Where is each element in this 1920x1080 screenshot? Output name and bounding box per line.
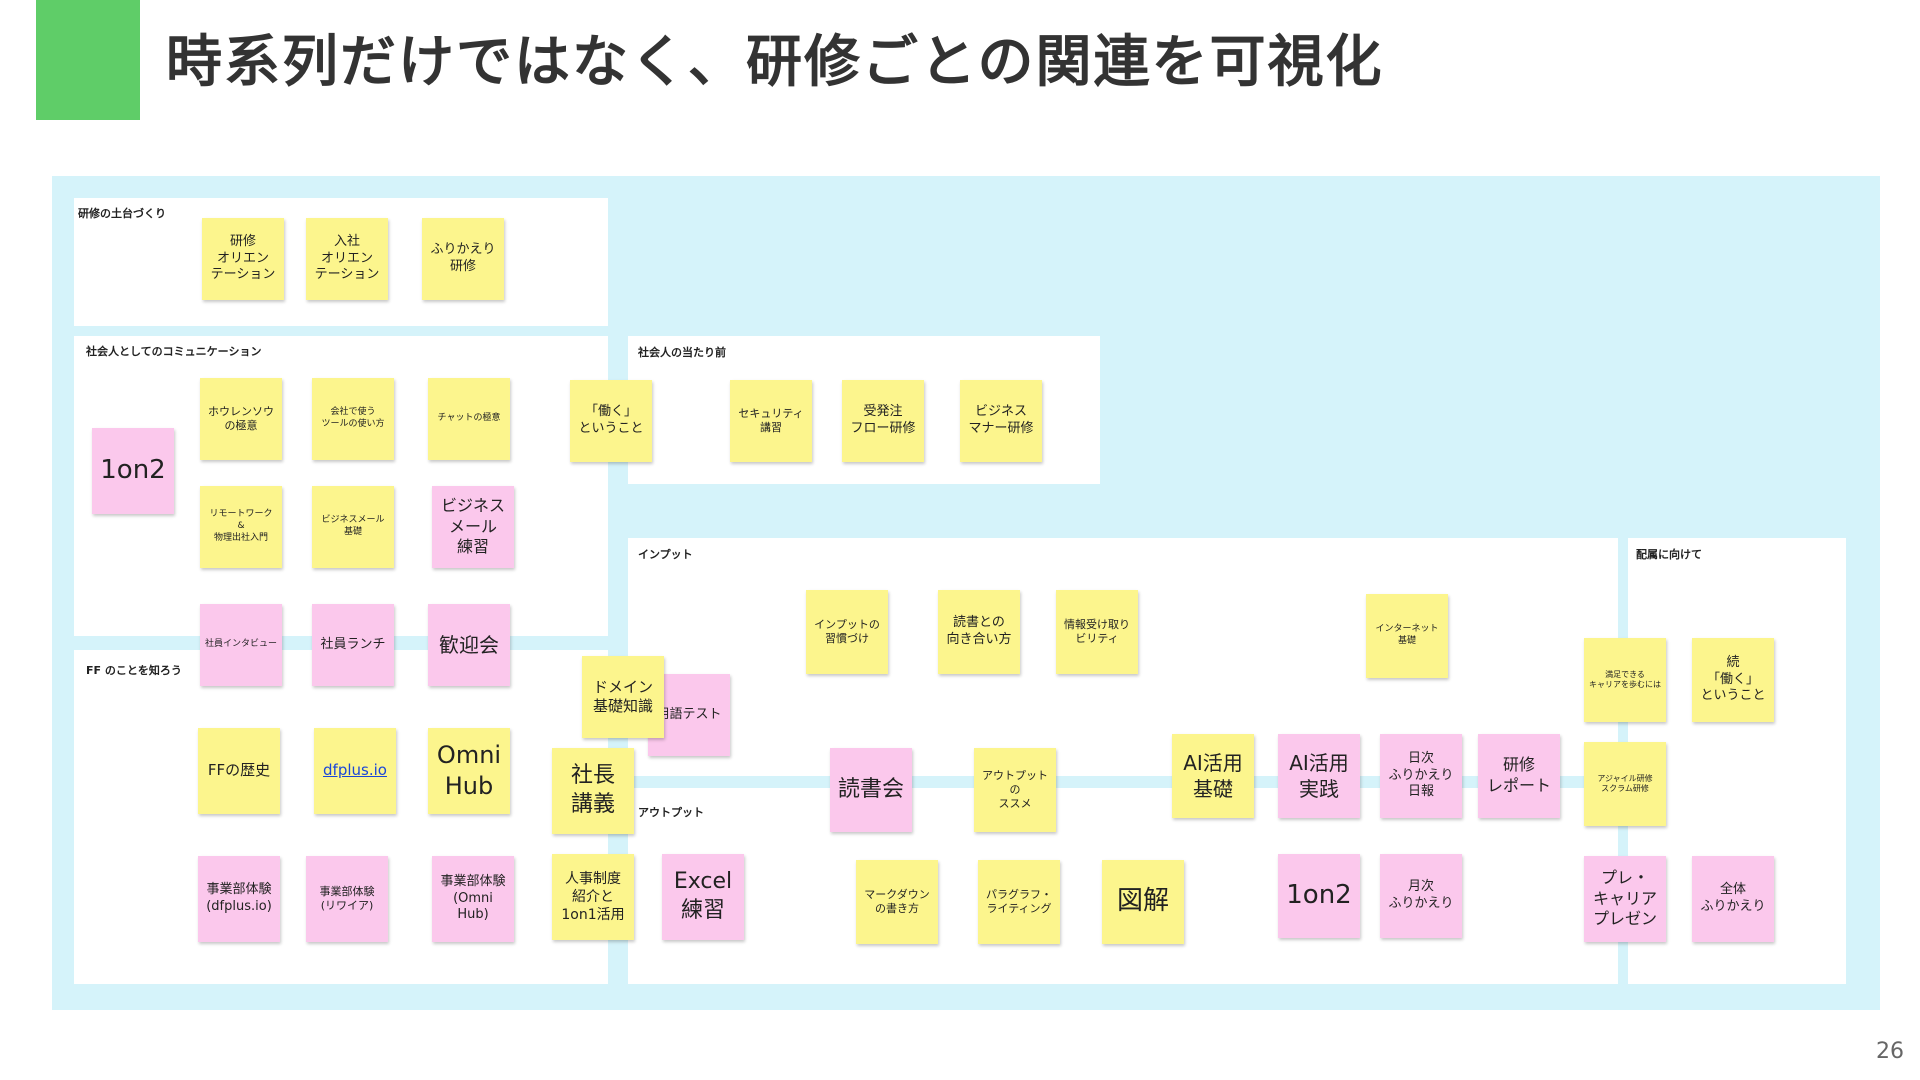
title-accent-block bbox=[36, 0, 140, 120]
sticky-kenshu-orientation: 研修 オリエン テーション bbox=[202, 218, 284, 300]
sticky-mankitsu-career: 満足できる キャリアを歩むには bbox=[1584, 638, 1666, 722]
sticky-furikaeri-kenshu: ふりかえり 研修 bbox=[422, 218, 504, 300]
sticky-kangeikai: 歓迎会 bbox=[428, 604, 510, 686]
sticky-security: セキュリティ 講習 bbox=[730, 380, 812, 462]
whiteboard: 研修の土台づくり 社会人としてのコミュニケーション FF のことを知ろう 社会人… bbox=[52, 176, 1880, 1010]
sticky-zukai: 図解 bbox=[1102, 860, 1184, 944]
sticky-business-manner: ビジネス マナー研修 bbox=[960, 380, 1042, 462]
sticky-business-mail-kiso: ビジネスメール 基礎 bbox=[312, 486, 394, 568]
sticky-agile-scrum: アジャイル研修 スクラム研修 bbox=[1584, 742, 1666, 826]
sticky-ai-jissen: AI活用 実践 bbox=[1278, 734, 1360, 818]
sticky-jinji-seido: 人事制度 紹介と 1on1活用 bbox=[552, 854, 634, 940]
sticky-chat-gokui: チャットの極意 bbox=[428, 378, 510, 460]
group-label: 社会人の当たり前 bbox=[638, 346, 726, 359]
sticky-nyusha-orientation: 入社 オリエン テーション bbox=[306, 218, 388, 300]
slide-title: 時系列だけではなく、研修ごとの関連を可視化 bbox=[166, 30, 1384, 95]
sticky-markdown: マークダウン の書き方 bbox=[856, 860, 938, 944]
sticky-getsuji-furikaeri: 月次 ふりかえり bbox=[1380, 854, 1462, 938]
sticky-paragraph-writing: パラグラフ・ ライティング bbox=[978, 860, 1060, 944]
sticky-pre-career: プレ・ キャリア プレゼン bbox=[1584, 856, 1666, 942]
sticky-shain-lunch: 社員ランチ bbox=[312, 604, 394, 686]
sticky-kenshu-report: 研修 レポート bbox=[1478, 734, 1560, 818]
sticky-horenso: ホウレンソウ の極意 bbox=[200, 378, 282, 460]
sticky-jigyobu-omni: 事業部体験 (Omni Hub) bbox=[432, 856, 514, 942]
sticky-excel-renshu: Excel 練習 bbox=[662, 854, 744, 940]
sticky-dokusho-mukiai: 読書との 向き合い方 bbox=[938, 590, 1020, 674]
group-label: インプット bbox=[638, 548, 693, 561]
sticky-dfplus[interactable]: dfplus.io bbox=[314, 728, 396, 814]
sticky-kaisha-tools: 会社で使う ツールの使い方 bbox=[312, 378, 394, 460]
sticky-jigyobu-rewire: 事業部体験 (リワイア) bbox=[306, 856, 388, 942]
sticky-joho-ukedori: 情報受け取り ビリティ bbox=[1056, 590, 1138, 674]
sticky-1on2-right: 1on2 bbox=[1278, 854, 1360, 938]
dfplus-link[interactable]: dfplus.io bbox=[323, 761, 387, 780]
group-label-output: アウトプット bbox=[638, 806, 704, 819]
sticky-juhatchu: 受発注 フロー研修 bbox=[842, 380, 924, 462]
group-label: 社会人としてのコミュニケーション bbox=[86, 345, 262, 358]
page-number: 26 bbox=[1876, 1039, 1904, 1064]
sticky-hataraku: 「働く」 ということ bbox=[570, 380, 652, 462]
sticky-dokushokai: 読書会 bbox=[830, 748, 912, 832]
sticky-1on2-left: 1on2 bbox=[92, 428, 174, 514]
group-label: 研修の土台づくり bbox=[78, 207, 166, 220]
sticky-ff-history: FFの歴史 bbox=[198, 728, 280, 814]
group-label: 配属に向けて bbox=[1636, 548, 1702, 561]
sticky-remote-work: リモートワーク & 物理出社入門 bbox=[200, 486, 282, 568]
sticky-business-mail-renshu: ビジネス メール 練習 bbox=[432, 486, 514, 568]
sticky-nichiji-furikaeri: 日次 ふりかえり 日報 bbox=[1380, 734, 1462, 818]
group-label: FF のことを知ろう bbox=[86, 664, 182, 677]
sticky-ai-kiso: AI活用 基礎 bbox=[1172, 734, 1254, 818]
sticky-shacho-kogi: 社長 講義 bbox=[552, 748, 634, 834]
sticky-input-habit: インプットの 習慣づけ bbox=[806, 590, 888, 674]
sticky-jigyobu-dfplus: 事業部体験 (dfplus.io) bbox=[198, 856, 280, 942]
sticky-shain-interview: 社員インタビュー bbox=[200, 604, 282, 686]
sticky-zoku-hataraku: 続 「働く」 ということ bbox=[1692, 638, 1774, 722]
sticky-zentai-furikaeri: 全体 ふりかえり bbox=[1692, 856, 1774, 942]
sticky-omni-hub: Omni Hub bbox=[428, 728, 510, 814]
sticky-domain-kiso: ドメイン 基礎知識 bbox=[582, 656, 664, 738]
sticky-internet-kiso: インターネット 基礎 bbox=[1366, 594, 1448, 678]
sticky-output-susume: アウトプット の ススメ bbox=[974, 748, 1056, 832]
